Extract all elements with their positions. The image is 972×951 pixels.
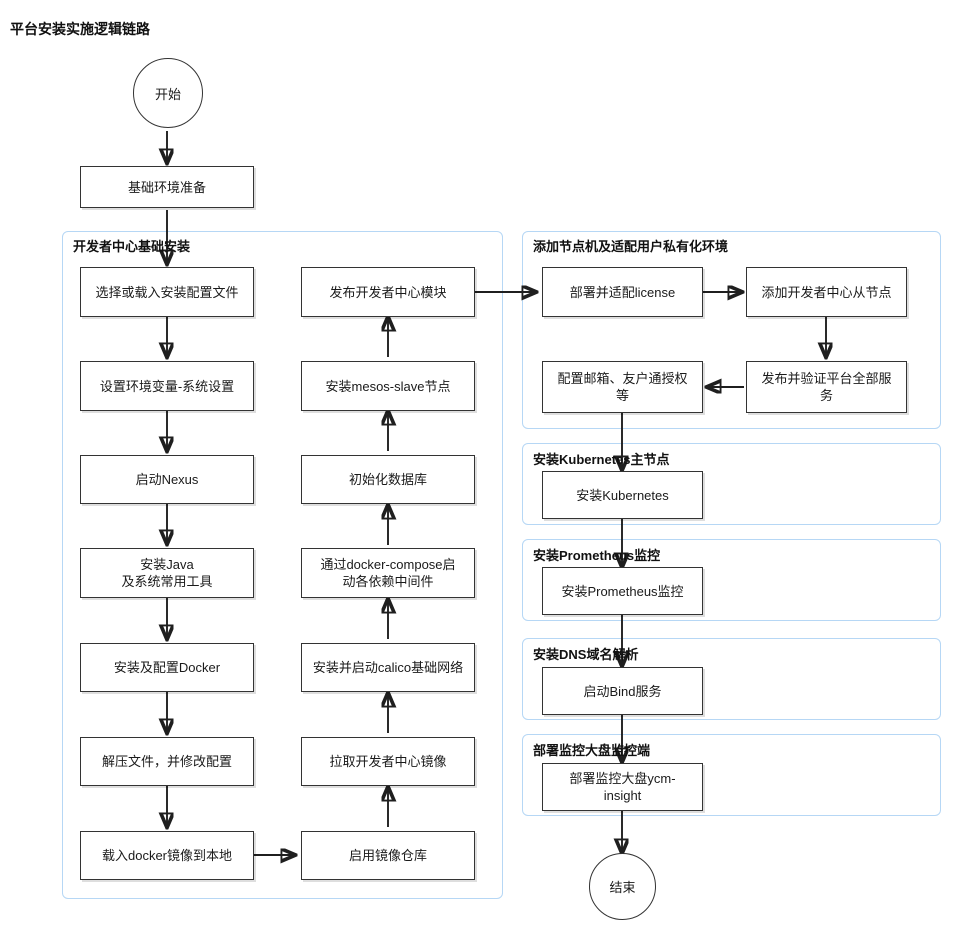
group-developer-center-base-install [62,231,503,899]
node-docker-compose-start-middleware[interactable]: 通过docker-compose启 动各依赖中间件 [301,548,475,598]
node-set-env-variables[interactable]: 设置环境变量-系统设置 [80,361,254,411]
node-install-java-tools[interactable]: 安装Java 及系统常用工具 [80,548,254,598]
group-title-developer-center-base-install: 开发者中心基础安装 [73,239,191,254]
node-install-configure-docker[interactable]: 安装及配置Docker [80,643,254,692]
page-title: 平台安装实施逻辑链路 [10,21,150,37]
node-start-bind-service[interactable]: 启动Bind服务 [542,667,703,715]
node-add-developer-center-slave-node[interactable]: 添加开发者中心从节点 [746,267,907,317]
group-title-add-node-private-env: 添加节点机及适配用户私有化环境 [533,239,729,254]
group-install-prometheus [522,539,941,621]
node-deploy-adapt-license[interactable]: 部署并适配license [542,267,703,317]
node-deploy-monitor-dashboard-ycm-insight[interactable]: 部署监控大盘ycm- insight [542,763,703,811]
node-install-mesos-slave[interactable]: 安装mesos-slave节点 [301,361,475,411]
node-pull-developer-center-image[interactable]: 拉取开发者中心镜像 [301,737,475,786]
node-base-environment-prep[interactable]: 基础环境准备 [80,166,254,208]
group-title-install-kubernetes-master: 安装Kubernetes主节点 [533,452,670,467]
group-title-deploy-monitor-dashboard: 部署监控大盘监控端 [533,743,651,758]
node-install-kubernetes[interactable]: 安装Kubernetes [542,471,703,519]
node-publish-developer-center-module[interactable]: 发布开发者中心模块 [301,267,475,317]
group-title-install-dns: 安装DNS域名解析 [533,647,639,662]
group-title-install-prometheus: 安装Prometheus监控 [533,548,661,563]
node-configure-mailbox-authorization[interactable]: 配置邮箱、友户通授权 等 [542,361,703,413]
node-select-or-load-config-file[interactable]: 选择或载入安装配置文件 [80,267,254,317]
node-extract-and-modify-config[interactable]: 解压文件，并修改配置 [80,737,254,786]
node-load-docker-images-local[interactable]: 载入docker镜像到本地 [80,831,254,880]
node-init-database[interactable]: 初始化数据库 [301,455,475,504]
group-install-kubernetes-master [522,443,941,525]
node-start[interactable]: 开始 [133,58,203,128]
node-publish-verify-all-services[interactable]: 发布并验证平台全部服 务 [746,361,907,413]
node-end[interactable]: 结束 [589,853,656,920]
node-install-prometheus-monitor[interactable]: 安装Prometheus监控 [542,567,703,615]
node-enable-image-repository[interactable]: 启用镜像仓库 [301,831,475,880]
node-install-start-calico-network[interactable]: 安装并启动calico基础网络 [301,643,475,692]
group-deploy-monitor-dashboard [522,734,941,816]
node-start-nexus[interactable]: 启动Nexus [80,455,254,504]
group-add-node-private-env [522,231,941,429]
group-install-dns [522,638,941,720]
